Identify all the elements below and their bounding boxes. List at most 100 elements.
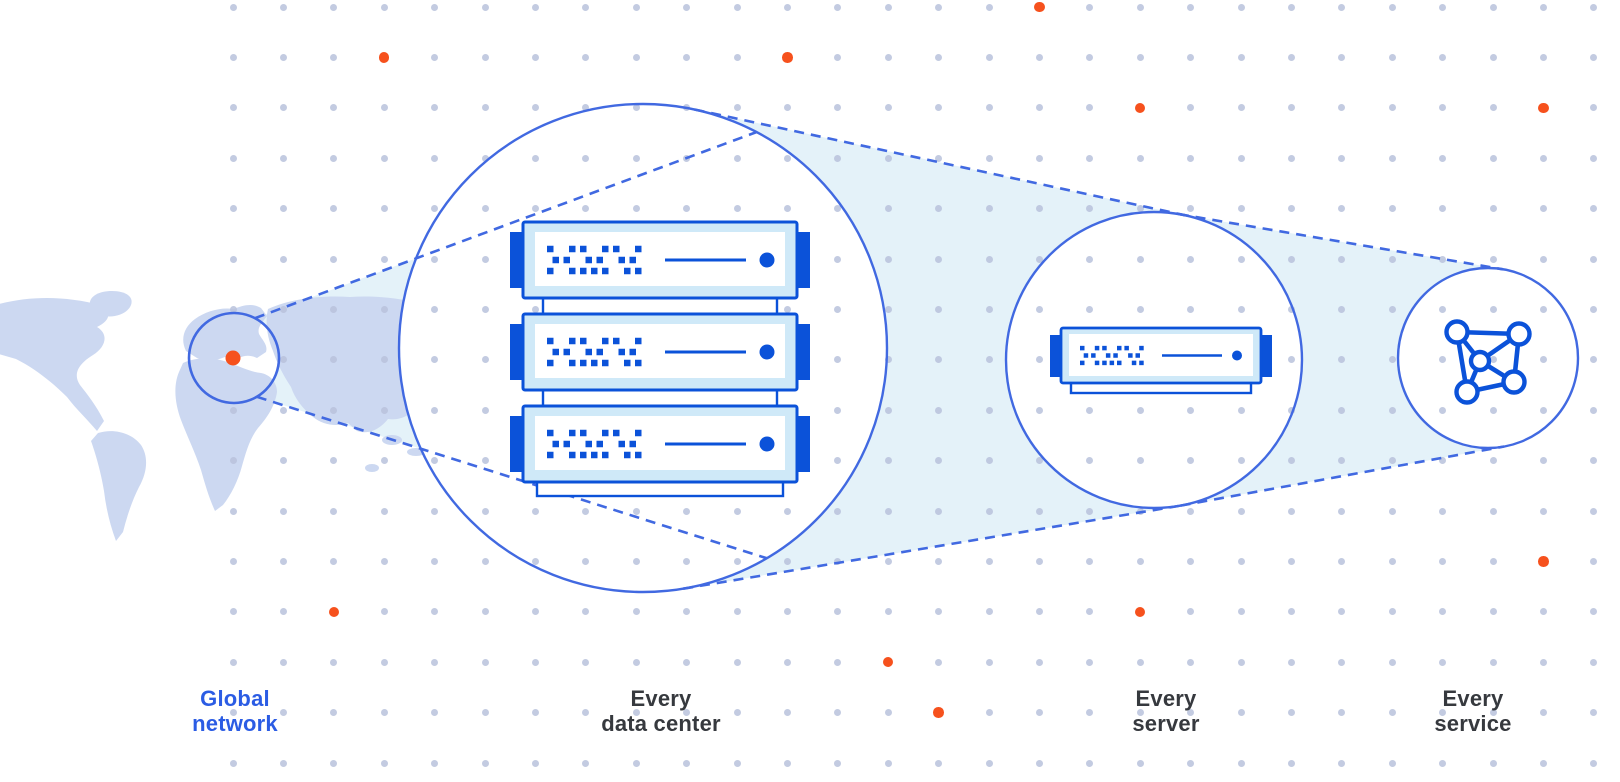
server-ear [795, 232, 810, 288]
island-shape [365, 464, 379, 472]
led-pattern-dot [569, 337, 576, 345]
continent-shape [175, 358, 277, 511]
stage-label-global-network: Global network [125, 686, 345, 736]
label-line: server [1132, 711, 1200, 736]
stage-label-every-data-center: Every data center [551, 686, 771, 736]
rack-server-unit-3 [510, 404, 810, 484]
led-pattern-dot [613, 337, 620, 345]
led-pattern-dot [569, 451, 576, 459]
led-pattern-dot [547, 267, 554, 275]
led-pattern-dot [552, 256, 559, 264]
zoom-circle-data-center [397, 102, 889, 594]
label-line: Every [630, 686, 692, 711]
mesh-node [1444, 319, 1470, 345]
led-pattern-dot [547, 337, 554, 345]
server-ear [795, 324, 810, 380]
led-pattern-dot [1105, 353, 1111, 358]
led-pattern-dot [1094, 360, 1100, 366]
continent-shape [89, 291, 132, 317]
server-rack-icon [510, 220, 810, 498]
led-pattern-dot [1109, 360, 1115, 366]
led-pattern-dot [547, 429, 554, 437]
led-pattern-dot [613, 429, 620, 437]
led-pattern-dot [629, 440, 636, 448]
rack-server-unit-1 [510, 220, 810, 300]
label-line: Global [200, 686, 270, 711]
led-pattern-dot [1131, 360, 1137, 366]
led-pattern-dot [569, 429, 576, 437]
server-status-dot [759, 344, 775, 360]
zoom-guide-dashed-line [1180, 445, 1505, 507]
led-pattern-dot [635, 451, 642, 459]
label-line: Every [1442, 686, 1504, 711]
led-pattern-dot [602, 451, 609, 459]
led-pattern-dot [618, 440, 625, 448]
led-pattern-dot [613, 245, 620, 253]
label-line: data center [601, 711, 721, 736]
server-status-dot [759, 252, 775, 268]
zoom-guide-dashed-line [256, 395, 768, 560]
mesh-node [1501, 369, 1527, 395]
led-pattern-dot [602, 429, 609, 437]
led-pattern-dot [602, 359, 609, 367]
led-pattern-dot [602, 337, 609, 345]
zoom-guide-dashed-line [1178, 212, 1504, 271]
led-pattern-dot [635, 245, 642, 253]
led-pattern-dot [547, 359, 554, 367]
server-panel [535, 416, 785, 470]
rack-tray [535, 480, 785, 498]
led-pattern-dot [580, 245, 587, 253]
led-pattern-dot [1139, 345, 1144, 351]
led-pattern-dot [596, 440, 603, 448]
led-pattern-dot [585, 348, 592, 356]
server-ear [510, 232, 525, 288]
led-pattern-dot [580, 429, 587, 437]
led-pattern-dot [547, 451, 554, 459]
led-pattern-dot [635, 337, 642, 345]
led-pattern-dot [591, 267, 598, 275]
led-pattern-dot [547, 245, 554, 253]
led-pattern-dot [1128, 353, 1133, 358]
led-pattern-dot [591, 359, 598, 367]
server-ear [510, 416, 525, 472]
led-pattern-dot [580, 451, 587, 459]
led-pattern-dot [580, 267, 587, 275]
led-pattern-dot [580, 359, 587, 367]
island-shape [429, 443, 445, 451]
island-shape [446, 426, 458, 434]
led-pattern-dot [618, 256, 625, 264]
server-unit-icon [1050, 326, 1272, 395]
led-pattern-dot [552, 348, 559, 356]
led-pattern-dot [563, 440, 570, 448]
led-pattern-dot [563, 256, 570, 264]
continent-shape [434, 443, 481, 481]
mesh-node [1506, 321, 1532, 347]
server-panel [535, 232, 785, 286]
led-pattern-dot [1102, 360, 1107, 366]
zoom-circle-service [1396, 266, 1580, 450]
continent-shape [266, 296, 479, 433]
led-pattern-dot [596, 256, 603, 264]
led-pattern-dot [563, 348, 570, 356]
zoom-guide-dashed-line [694, 108, 1186, 217]
rack-joint [541, 296, 779, 316]
led-pattern-dot [1080, 360, 1085, 366]
led-pattern-dot [1124, 345, 1129, 351]
server-status-dot [1232, 350, 1242, 361]
led-pattern-dot [1139, 360, 1144, 366]
led-pattern-dot [624, 451, 631, 459]
server-panel [1069, 334, 1253, 376]
label-line: Every [1135, 686, 1197, 711]
server-panel [535, 324, 785, 378]
led-pattern-dot [580, 337, 587, 345]
single-server-unit [1050, 326, 1272, 385]
led-pattern-dot [585, 440, 592, 448]
server-ear [795, 416, 810, 472]
led-pattern-dot [629, 256, 636, 264]
led-pattern-dot [1094, 345, 1100, 351]
led-pattern-dot [591, 451, 598, 459]
led-pattern-dot [1117, 345, 1122, 351]
led-pattern-dot [569, 267, 576, 275]
